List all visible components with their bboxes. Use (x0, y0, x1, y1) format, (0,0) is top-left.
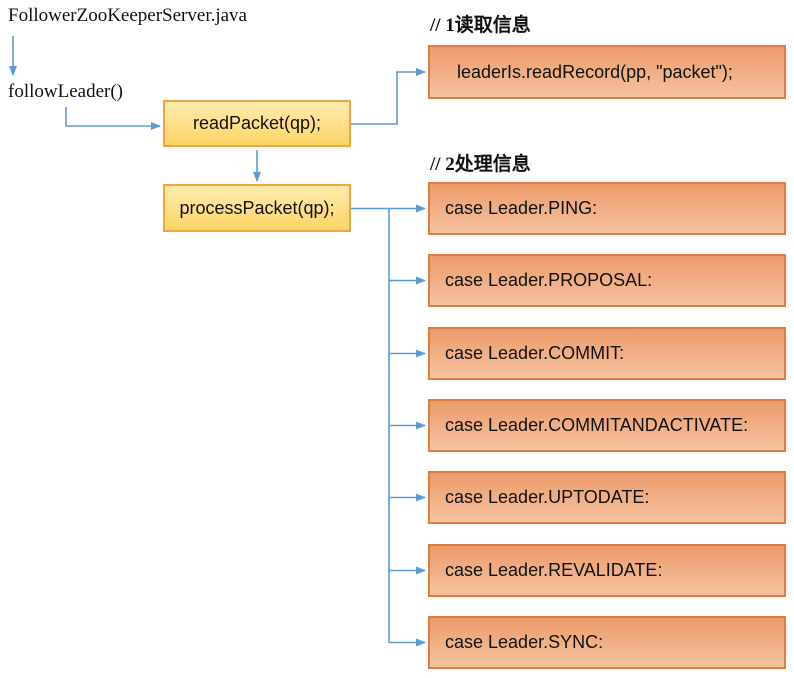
node-read-packet: readPacket(qp); (163, 100, 351, 147)
node-case-revalidate: case Leader.REVALIDATE: (428, 544, 786, 597)
follow-leader-label: followLeader() (8, 81, 123, 102)
node-case-ping: case Leader.PING: (428, 182, 786, 235)
node-case-commit: case Leader.COMMIT: (428, 327, 786, 380)
source-file-label: FollowerZooKeeperServer.java (8, 5, 247, 26)
section-heading-read: // 1读取信息 (430, 15, 531, 36)
arrow-readpacket-to-readrecord (351, 68, 426, 125)
node-read-record: leaderIs.readRecord(pp, "packet"); (428, 45, 786, 99)
node-case-proposal: case Leader.PROPOSAL: (428, 254, 786, 307)
node-case-sync: case Leader.SYNC: (428, 616, 786, 669)
node-case-uptodate: case Leader.UPTODATE: (428, 471, 786, 524)
node-process-packet: processPacket(qp); (163, 184, 351, 232)
section-heading-process: // 2处理信息 (430, 154, 531, 175)
arrow-method-to-readpacket (65, 107, 161, 130)
node-case-commitandactivate: case Leader.COMMITANDACTIVATE: (428, 399, 786, 452)
